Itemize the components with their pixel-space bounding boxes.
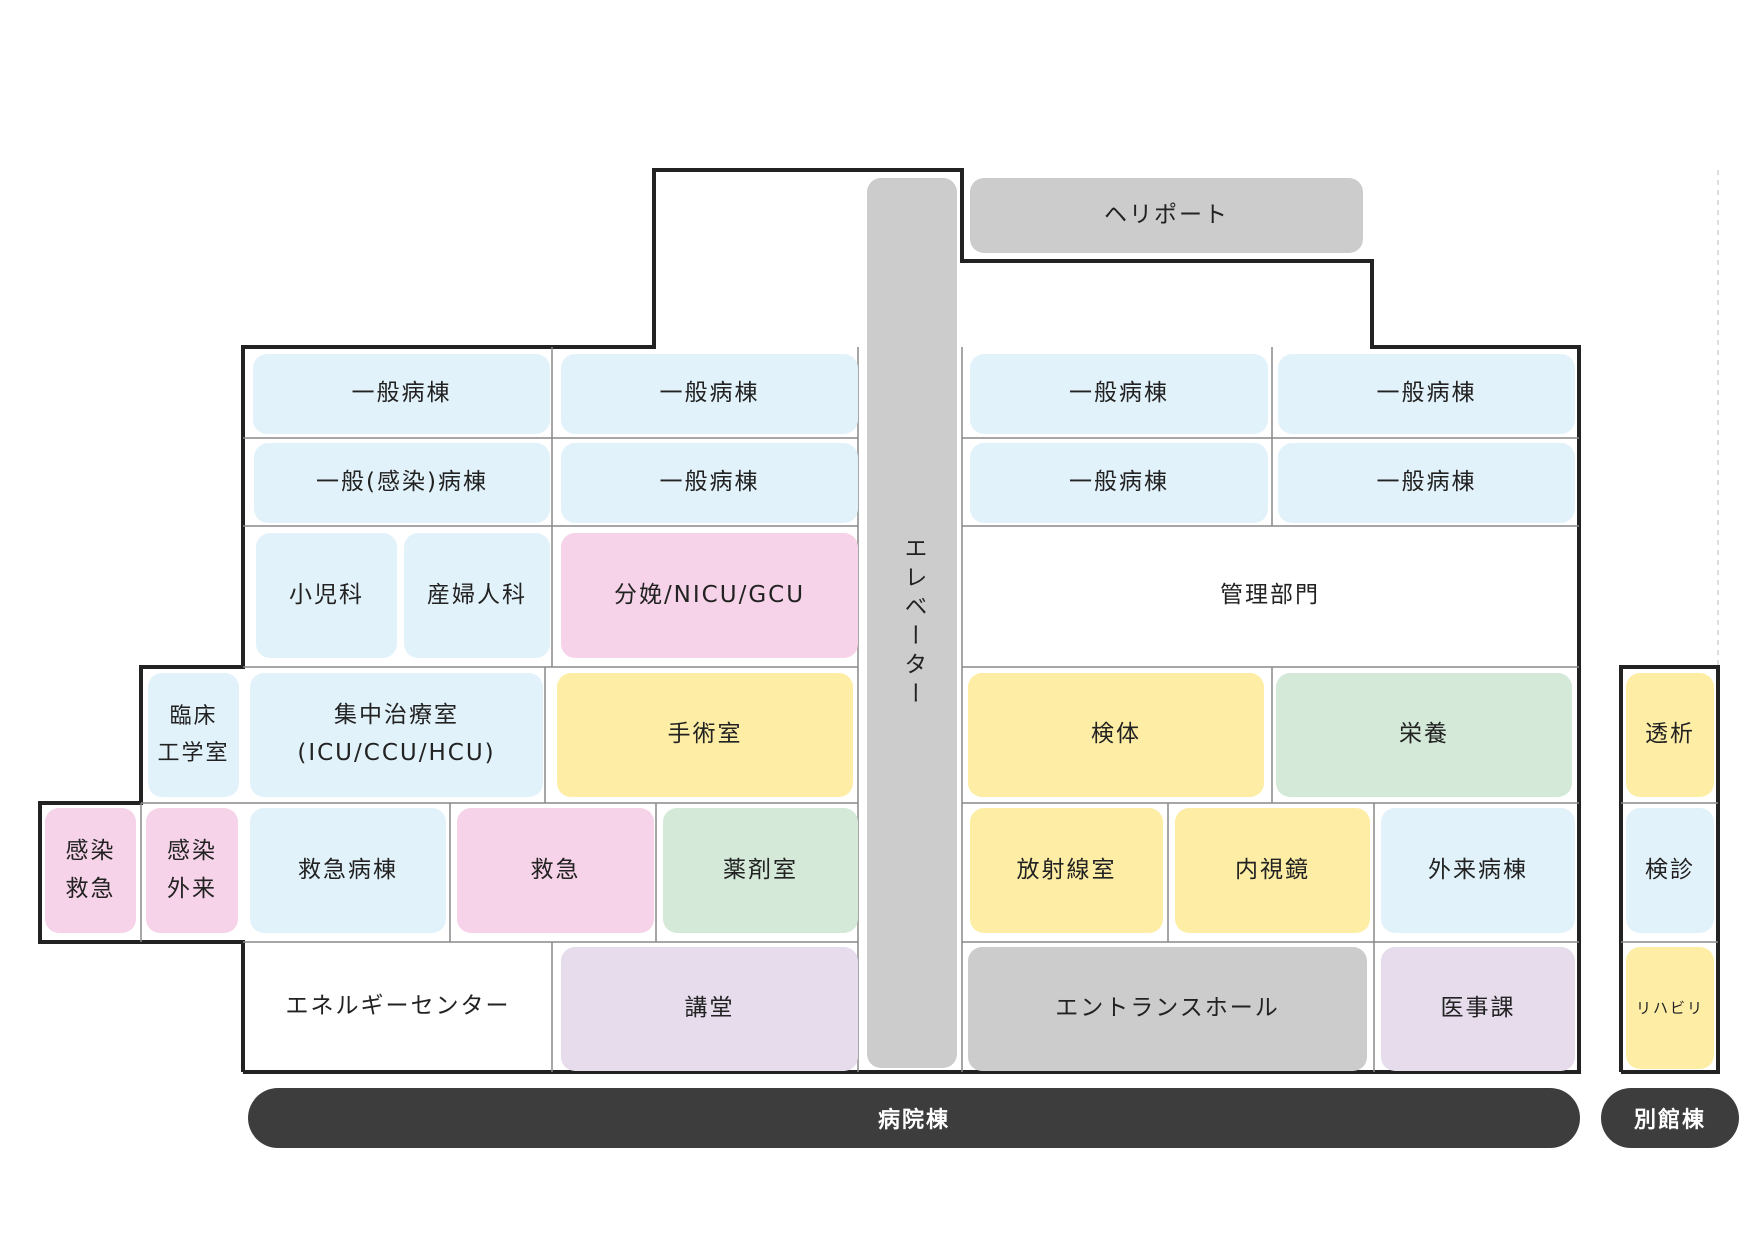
- energy-center: エネルギーセンター: [285, 993, 511, 1020]
- infection-emergency: 感染 救急: [45, 808, 136, 933]
- intensive-care-unit: 集中治療室 (ICU/CCU/HCU): [250, 673, 543, 797]
- health-checkup: 検診: [1626, 808, 1714, 933]
- auditorium: 講堂: [561, 947, 858, 1071]
- endoscopy: 内視鏡: [1175, 808, 1370, 933]
- outpatient-ward: 外来病棟: [1381, 808, 1575, 933]
- radiology: 放射線室: [970, 808, 1163, 933]
- general-ward: 一般病棟: [970, 354, 1268, 434]
- general-ward: 一般病棟: [561, 443, 858, 523]
- dialysis: 透析: [1626, 673, 1714, 797]
- general-ward: 一般病棟: [253, 354, 550, 434]
- pediatrics: 小児科: [256, 533, 397, 658]
- infection-outpatient: 感染 外来: [146, 808, 238, 933]
- annex-building-label: 別館棟: [1601, 1088, 1739, 1148]
- emergency-ward: 救急病棟: [250, 808, 446, 933]
- emergency: 救急: [457, 808, 654, 933]
- operating-room: 手術室: [557, 673, 853, 797]
- nutrition: 栄養: [1276, 673, 1572, 797]
- administration: 管理部門: [1220, 582, 1320, 609]
- pharmacy: 薬剤室: [663, 808, 858, 933]
- rehabilitation: リハビリ: [1626, 947, 1714, 1069]
- clinical-engineering: 臨床 工学室: [148, 673, 239, 797]
- general-ward: 一般病棟: [970, 443, 1268, 523]
- heliport: ヘリポート: [970, 178, 1363, 253]
- medical-affairs: 医事課: [1381, 947, 1575, 1071]
- specimen-lab: 検体: [968, 673, 1264, 797]
- entrance-hall: エントランスホール: [968, 947, 1367, 1071]
- general-ward: 一般病棟: [1278, 354, 1575, 434]
- obstetrics: 産婦人科: [404, 533, 550, 658]
- general-infection-ward: 一般(感染)病棟: [254, 443, 550, 523]
- elevator-shaft: エレベーター: [867, 178, 957, 1068]
- main-building-label: 病院棟: [248, 1088, 1580, 1148]
- general-ward: 一般病棟: [561, 354, 858, 434]
- general-ward: 一般病棟: [1278, 443, 1575, 523]
- delivery-nicu-gcu: 分娩/NICU/GCU: [561, 533, 858, 658]
